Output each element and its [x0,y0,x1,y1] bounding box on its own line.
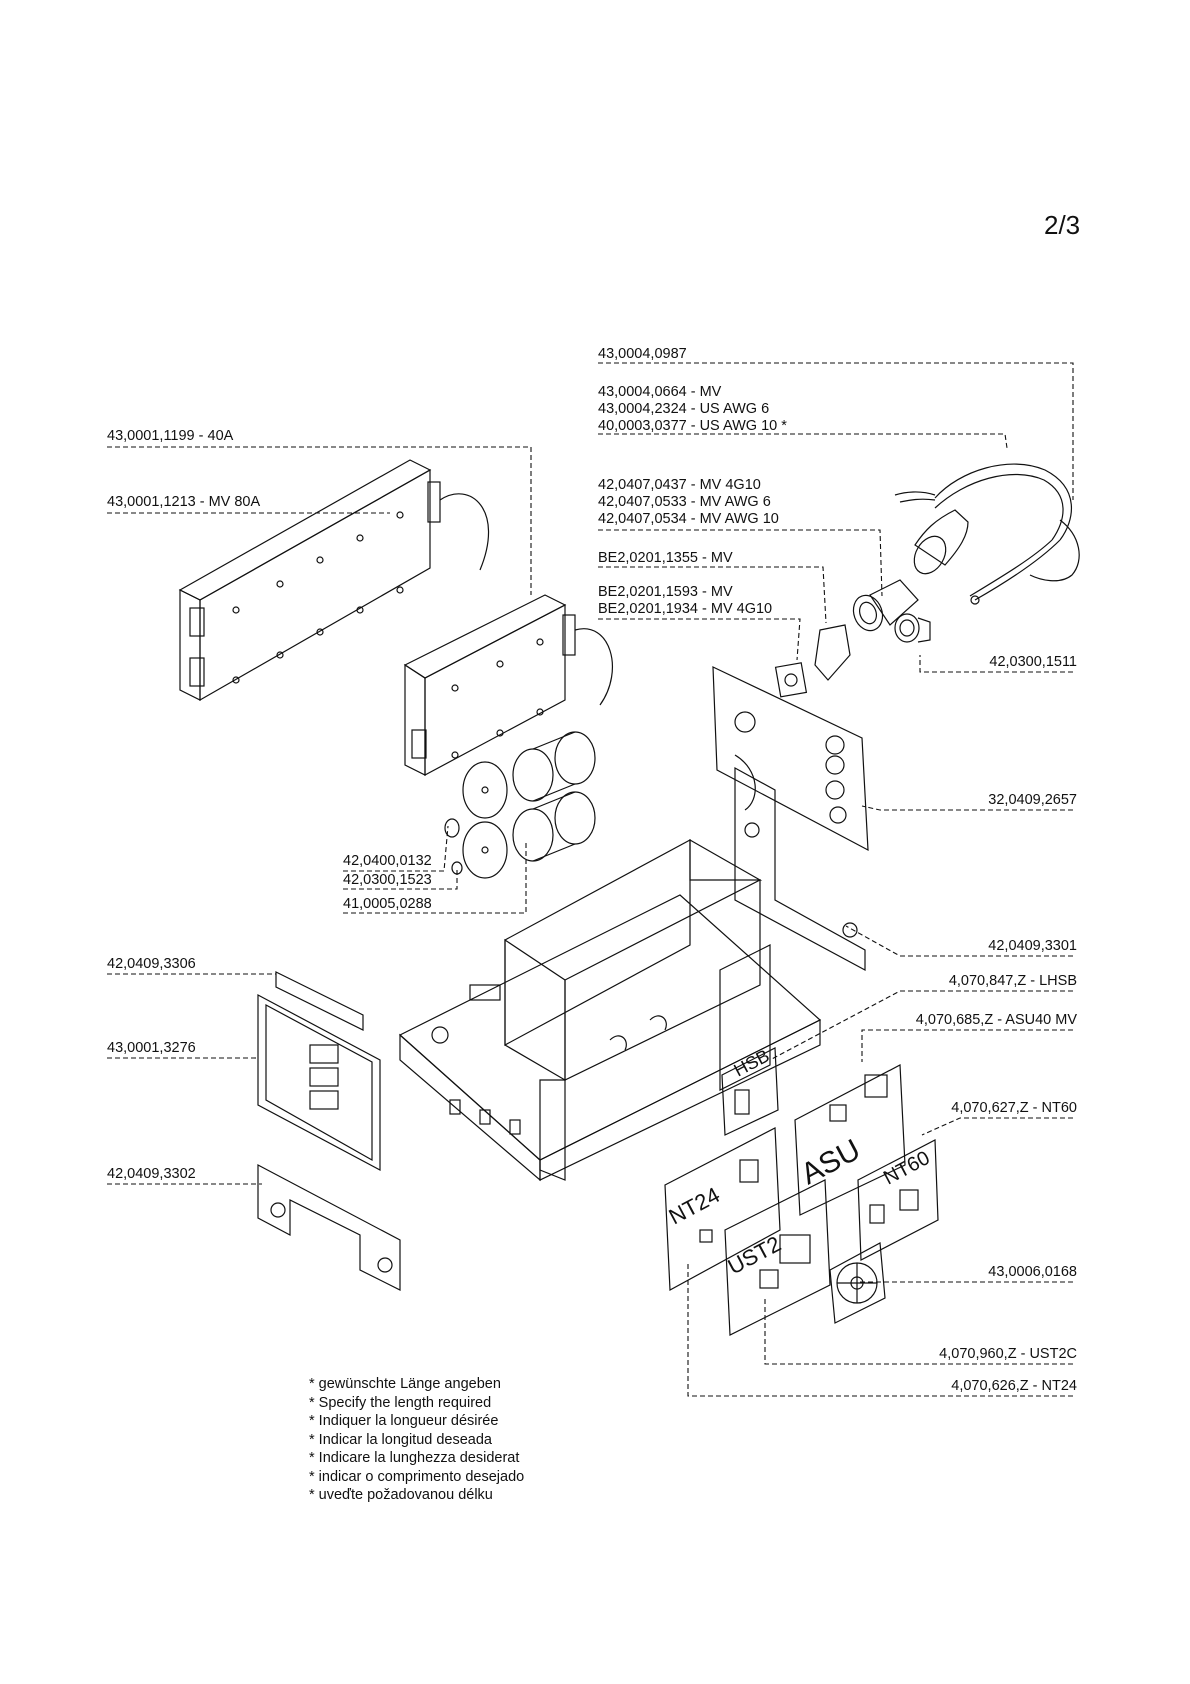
chassis-drawing [398,838,822,1182]
capacitors-drawing [444,731,596,879]
label-cable-group: 43,0004,0664 - MV 43,0004,2324 - US AWG … [598,384,787,435]
circuit-boards-drawing [664,1047,939,1336]
label-strip: 42,0409,3306 [107,956,196,972]
label-lhsb: 4,070,847,Z - LHSB [948,973,1077,989]
label-nut: 42,0300,1511 [989,654,1077,670]
label-front-bracket: 42,0409,3302 [107,1166,196,1182]
label-asu: 4,070,685,Z - ASU40 MV [915,1012,1077,1028]
label-plug-line-2: 42,0407,0533 - MV AWG 6 [598,494,771,510]
back-panel-plate-drawing [712,666,869,852]
label-cable-line-3: 40,0003,0377 - US AWG 10 * [598,418,787,434]
label-fan: 43,0006,0168 [988,1264,1077,1280]
label-bracket-line-1: BE2,0201,1593 - MV [598,584,733,600]
label-capacitor: 41,0005,0288 [343,896,432,912]
label-front-panel: 43,0001,3276 [107,1040,196,1056]
side-bracket-drawing [734,766,866,972]
label-nt24: 4,070,626,Z - NT24 [951,1378,1077,1394]
label-plug-line-3: 42,0407,0534 - MV AWG 10 [598,511,779,527]
note-pt: * indicar o comprimento desejado [309,1468,525,1485]
board-label-ust2: UST2 [724,1231,785,1279]
label-filter-80a: 43,0001,1213 - MV 80A [107,494,261,510]
board-label-nt24: NT24 [665,1182,724,1229]
note-fr: * Indiquer la longueur désirée [309,1413,499,1429]
note-it: * Indicare la lunghezza desiderat [309,1450,520,1466]
label-bracket-line-2: BE2,0201,1934 - MV 4G10 [598,601,773,617]
label-cable-top: 43,0004,0987 [598,346,687,362]
filter-box-40a-drawing [178,459,490,702]
page-number: 2/3 [1044,210,1081,240]
board-label-asu: ASU [796,1133,866,1191]
leader-lines [107,362,1074,1397]
label-plug-line-1: 42,0407,0437 - MV 4G10 [598,477,761,493]
note-cs: * uveďte požadovanou délku [309,1487,493,1503]
mains-cable-drawing [894,463,1080,605]
label-bracket: BE2,0201,1355 - MV [598,550,733,566]
label-cap-nut: 42,0300,1523 [343,872,432,888]
label-bracket-group: BE2,0201,1593 - MV BE2,0201,1934 - MV 4G… [598,584,772,618]
label-panel-plate: 32,0409,2657 [988,792,1077,808]
label-cap-holder: 42,0400,0132 [343,853,432,869]
board-label-hsb: HSB [730,1045,772,1080]
front-parts-drawing [257,971,401,1291]
label-filter-40a: 43,0001,1199 - 40A [107,428,234,444]
label-plug-group: 42,0407,0437 - MV 4G10 42,0407,0533 - MV… [598,477,779,528]
panel-plug-drawing [774,579,931,698]
label-cable-line-2: 43,0004,2324 - US AWG 6 [598,401,770,417]
board-label-nt60: NT60 [880,1147,934,1189]
label-cable-line-1: 43,0004,0664 - MV [598,384,722,400]
label-nt60: 4,070,627,Z - NT60 [951,1100,1077,1116]
filter-box-80a-drawing [403,594,614,777]
note-es: * Indicar la longitud deseada [309,1431,492,1448]
length-notes: * gewünschte Länge angeben * Specify the… [309,1375,524,1505]
note-en: * Specify the length required [309,1394,492,1411]
label-ust2c: 4,070,960,Z - UST2C [939,1346,1077,1362]
note-de: * gewünschte Länge angeben [309,1376,501,1392]
label-side-bracket: 42,0409,3301 [988,938,1077,954]
